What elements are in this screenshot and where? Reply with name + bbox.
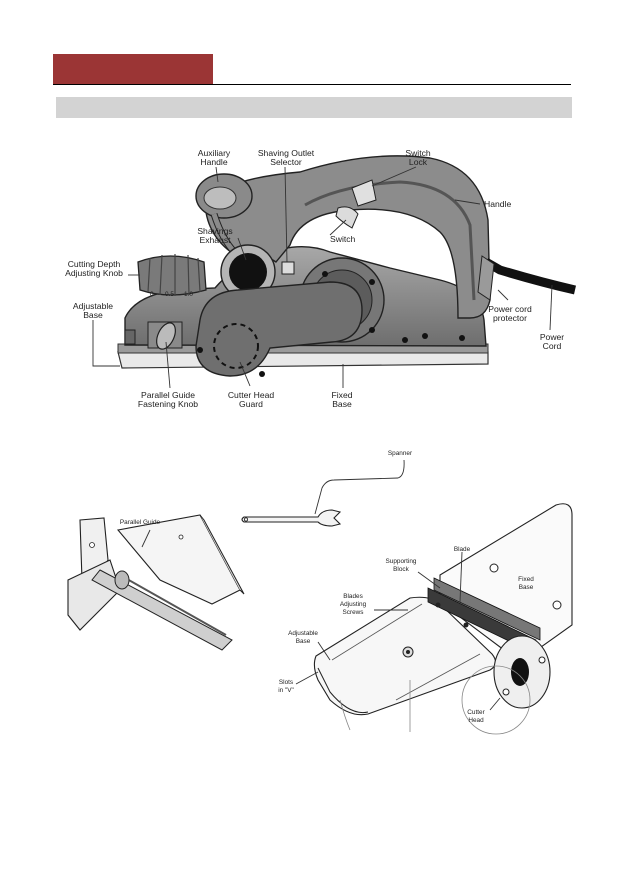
spanner-illustration: Spanner: [241, 450, 413, 527]
planer-labels: Auxiliary Handle Shaving Outlet Selector…: [65, 148, 564, 409]
switch-lock-button: [351, 179, 377, 207]
cutter-head-guard: [195, 281, 363, 377]
base-leader-lines: [295, 551, 501, 711]
section-title-bar: [56, 97, 572, 118]
shavings-exhaust: [220, 244, 276, 300]
label-blades-adjusting-1: Blades: [343, 593, 363, 600]
section-header-tab: [53, 54, 213, 85]
label-blades-adjusting-3: Screws: [343, 609, 364, 616]
label-shaving-outlet-2: Selector: [270, 157, 302, 167]
label-blades-adjusting-2: Adjusting: [340, 601, 367, 608]
label-parallel-guide-knob-2: Fastening Knob: [138, 399, 198, 409]
base-labels: Supporting Block Blade Fixed Base Blades…: [278, 546, 534, 724]
label-auxiliary-handle-1: Auxiliary: [198, 148, 231, 158]
label-switch: Switch: [330, 234, 356, 244]
label-power-cord-protector-1: Power cord: [488, 304, 532, 314]
planer-illustration: 0 0.5 1.0: [117, 155, 577, 377]
label-shaving-outlet-1: Shaving Outlet: [258, 148, 315, 158]
label-auxiliary-handle-2: Handle: [200, 157, 227, 167]
label-blade: Blade: [454, 546, 471, 553]
label-adjustable-base-1: Adjustable: [73, 301, 113, 311]
label-supporting-block-2: Block: [393, 566, 409, 573]
label-cutting-depth-1: Cutting Depth: [68, 259, 121, 269]
label-supporting-block-1: Supporting: [386, 558, 417, 565]
switch-trigger: [335, 206, 359, 229]
label-cutting-depth-2: Adjusting Knob: [65, 268, 123, 278]
power-cord: [483, 258, 577, 295]
label-fixed-base-2: Base: [332, 399, 352, 409]
label-spanner: Spanner: [388, 450, 413, 457]
depth-scale-0: 0: [150, 291, 154, 298]
label-adjustable-base-b-1: Adjustable: [288, 630, 318, 637]
label-fixed-base-b-1: Fixed: [518, 576, 534, 583]
parallel-guide-knob: [147, 321, 183, 350]
power-cord-protector: [477, 255, 495, 301]
label-slots-v-1: Slots: [279, 679, 293, 686]
label-parallel-guide-knob-1: Parallel Guide: [141, 390, 195, 400]
label-power-cord-1: Power: [540, 332, 564, 342]
label-shavings-exhaust-1: Shavings: [197, 226, 232, 236]
base-cutter-illustration: [313, 503, 573, 735]
label-switch-lock-1: Switch: [405, 148, 431, 158]
label-switch-lock-2: Lock: [409, 157, 428, 167]
label-cutter-head-2: Head: [468, 717, 484, 724]
label-fixed-base-1: Fixed: [331, 390, 352, 400]
label-cutter-head-1: Cutter: [467, 709, 485, 716]
label-adjustable-base-2: Base: [83, 310, 103, 320]
label-shavings-exhaust-2: Exhaust: [199, 235, 231, 245]
label-fixed-base-b-2: Base: [519, 584, 534, 591]
label-slots-v-2: in "V": [278, 687, 294, 694]
planer-leader-lines: [92, 166, 553, 389]
shaving-outlet-selector: [281, 261, 295, 275]
header-rule: [53, 84, 571, 85]
label-power-cord-protector-2: protector: [493, 313, 527, 323]
label-power-cord-2: Cord: [543, 341, 562, 351]
parallel-guide-illustration: Parallel Guide: [67, 514, 245, 651]
cutting-depth-knob: [137, 254, 207, 296]
label-cutter-head-guard-1: Cutter Head: [228, 390, 275, 400]
depth-scale-10: 1.0: [184, 291, 193, 298]
label-parallel-guide: Parallel Guide: [120, 519, 161, 526]
label-handle: Handle: [484, 199, 511, 209]
depth-scale-05: 0.5: [165, 291, 174, 298]
label-adjustable-base-b-2: Base: [296, 638, 311, 645]
label-cutter-head-guard-2: Guard: [239, 399, 263, 409]
planer-base-plate: [117, 351, 489, 369]
cutter-head: [461, 635, 551, 735]
